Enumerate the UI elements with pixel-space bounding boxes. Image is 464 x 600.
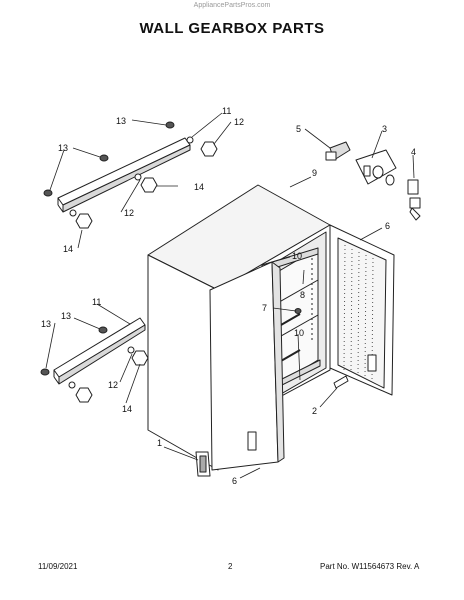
callout-14-lower: 14 bbox=[122, 404, 132, 414]
leader-lines bbox=[45, 112, 415, 479]
lock-cylinder-assembly bbox=[355, 149, 397, 186]
handle bbox=[195, 451, 211, 477]
callout-8: 8 bbox=[300, 290, 305, 300]
upper-mounting-rail bbox=[57, 137, 191, 213]
page-title: WALL GEARBOX PARTS bbox=[139, 20, 325, 37]
callout-13-upper-a: 13 bbox=[116, 116, 126, 126]
callout-13-lower-a: 13 bbox=[61, 311, 71, 321]
callout-11-upper: 11 bbox=[222, 106, 231, 116]
callout-10-upper: 10 bbox=[292, 251, 302, 261]
right-door bbox=[329, 224, 395, 396]
callout-13-upper-b: 13 bbox=[58, 143, 68, 153]
callout-12-upper-a: 12 bbox=[234, 117, 244, 127]
latch-bracket bbox=[325, 141, 351, 161]
footer-date: 11/09/2021 bbox=[38, 562, 78, 571]
callout-11-lower: 11 bbox=[92, 297, 101, 307]
left-door bbox=[209, 261, 285, 471]
footer-page-number: 2 bbox=[228, 562, 233, 571]
callout-10-lower: 10 bbox=[294, 328, 304, 338]
lower-mounting-rail bbox=[53, 317, 146, 385]
footer-part-number: Part No. W11564673 Rev. A bbox=[320, 562, 420, 571]
lock-keys bbox=[407, 179, 421, 221]
callout-12-upper-b: 12 bbox=[124, 208, 134, 218]
callout-6-left-door: 6 bbox=[232, 476, 237, 486]
callout-14-upper-a: 14 bbox=[194, 182, 204, 192]
callout-6-right-door: 6 bbox=[385, 221, 390, 231]
callout-12-lower: 12 bbox=[108, 380, 118, 390]
callout-5: 5 bbox=[296, 124, 301, 134]
callout-3: 3 bbox=[382, 124, 387, 134]
handle-plate bbox=[333, 375, 349, 389]
callout-7: 7 bbox=[262, 303, 267, 313]
watermark: AppliancePartsPros.com bbox=[193, 2, 271, 9]
callout-14-upper-b: 14 bbox=[63, 244, 73, 254]
callout-1: 1 bbox=[157, 438, 162, 448]
callout-numbers: 13 11 12 13 14 12 14 5 3 4 9 6 10 8 7 10… bbox=[41, 106, 416, 486]
lower-hardware bbox=[40, 326, 149, 403]
callout-2: 2 bbox=[312, 406, 317, 416]
upper-hardware bbox=[43, 121, 218, 229]
callout-9: 9 bbox=[312, 168, 317, 178]
callout-13-lower-b: 13 bbox=[41, 319, 51, 329]
callout-4: 4 bbox=[411, 147, 416, 157]
